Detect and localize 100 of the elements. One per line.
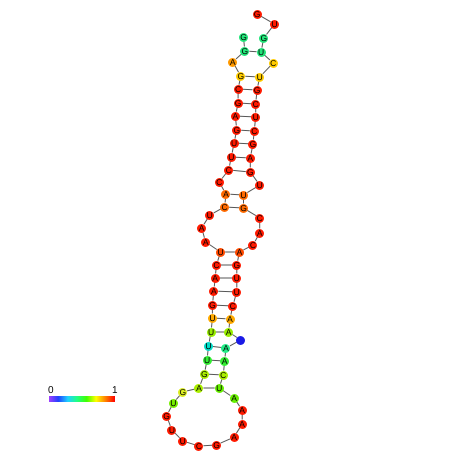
base-pair-line [238, 142, 249, 144]
backbone-line [259, 222, 260, 229]
backbone-line [236, 427, 240, 434]
nucleotide-circle: A [228, 58, 238, 66]
backbone-line [232, 334, 238, 338]
nucleotide-circle: A [246, 154, 255, 162]
backbone-line [217, 256, 220, 262]
nucleotide-circle: C [248, 240, 258, 250]
nucleotide-circle: G [212, 440, 221, 450]
backbone-line [262, 66, 271, 74]
nucleotide-circle: C [220, 202, 230, 212]
backbone-line [220, 378, 222, 384]
backbone-line [250, 148, 253, 154]
nucleotide-circle: G [259, 34, 268, 42]
backbone-line [246, 186, 256, 194]
nucleotide-circle: U [205, 210, 214, 220]
nucleotide-circle: G [200, 370, 209, 378]
backbone-line [186, 388, 196, 392]
base-pair-line [228, 206, 240, 208]
nucleotide-circle: A [255, 228, 264, 238]
nucleotide-circle: G [252, 10, 262, 18]
nucleotide-circle: U [167, 426, 176, 434]
scale-label: 0 [48, 386, 54, 396]
base-pair-line [242, 102, 252, 104]
nucleotide-circle: A [230, 394, 239, 402]
backbone-line [212, 295, 214, 301]
base-pair-line [240, 130, 250, 132]
nucleotide-circle: U [251, 112, 260, 122]
nucleotide-circle: C [212, 260, 221, 270]
nucleotide-circle: G [239, 204, 248, 212]
backbone-line [168, 420, 171, 426]
backbone-line [207, 350, 208, 356]
nucleotide-circle: C [228, 302, 238, 310]
nucleotide-circle: G [162, 412, 172, 420]
nucleotide-circle: U [206, 328, 216, 336]
nucleotide-circle: A [238, 406, 247, 414]
base-pair-line [235, 156, 246, 158]
backbone-line [242, 414, 243, 420]
backbone-line [211, 322, 212, 328]
nucleotide-circle: G [248, 140, 258, 148]
backbone-line [208, 244, 218, 250]
base-pair-line [239, 116, 252, 118]
nucleotide-circle: U [204, 342, 213, 350]
base-pair-line [216, 304, 229, 306]
base-pair-line [242, 88, 253, 90]
base-pair-line [216, 318, 226, 320]
base-pair-line [232, 170, 246, 172]
backbone-line [202, 444, 212, 446]
nucleotide-circle: C [218, 370, 228, 380]
nucleotide-circle: G [239, 32, 248, 42]
nucleotide-circle: U [232, 288, 242, 296]
base-pair-line [244, 76, 256, 78]
nucleotide-circle: U [208, 314, 217, 322]
nucleotide-circle: U [202, 356, 212, 364]
backbone-line [223, 365, 225, 371]
nucleotide-circle: A [230, 112, 240, 120]
nucleotide-circle: G [232, 260, 242, 270]
nucleotide-circle: C [234, 84, 243, 94]
nucleotide-circle: A [234, 248, 244, 256]
nucleotide-circle: G [208, 300, 217, 310]
backbone-line [234, 296, 236, 302]
nucleotide-circle: A [201, 238, 210, 246]
nucleotide-circle: U [230, 138, 239, 148]
nucleotide-circle: A [224, 328, 234, 336]
nucleotide-circle: G [234, 98, 243, 108]
nucleotide-circle: C [194, 442, 204, 450]
nucleotide-circle: C [255, 214, 264, 222]
backbone-line [243, 41, 245, 47]
nucleotide-circle: U [255, 72, 264, 82]
backbone-line [238, 93, 239, 99]
backbone-line [186, 442, 196, 446]
nucleotide-circle: G [178, 388, 188, 396]
nucleotide-circle: U [226, 152, 236, 162]
backbone-line [234, 65, 239, 73]
base-pair-line [212, 346, 222, 348]
nucleotide-circle: A [220, 356, 230, 366]
nucleotide-circle: G [232, 126, 242, 134]
base-pair-line [211, 360, 221, 362]
base-pair-line [218, 290, 233, 292]
nucleotide-circle: A [230, 432, 239, 442]
nucleotide-circle: U [255, 180, 264, 190]
backbone-line [220, 438, 230, 444]
nucleotide-circle: A [197, 224, 206, 232]
nucleotide-circle: U [214, 384, 224, 392]
nucleotide-circle: A [238, 420, 247, 428]
nucleotide-circle: U [239, 190, 248, 200]
nucleotide-circle: U [270, 20, 280, 28]
nucleotide-circle: C [224, 166, 234, 174]
nucleotide-circle: A [194, 384, 204, 392]
nucleotide-circle: G [252, 86, 262, 94]
scale-label: 1 [112, 386, 118, 396]
base-pair-line [230, 194, 240, 196]
base-pair-line [208, 374, 220, 376]
backbone-line [242, 246, 250, 250]
base-pair-line [248, 50, 258, 52]
nucleotide-circle: U [232, 274, 242, 282]
backbone-line [236, 282, 238, 288]
nucleotide-circle: G [240, 46, 250, 56]
nucleotide-circle: C [268, 58, 278, 68]
backbone-line [254, 121, 256, 127]
